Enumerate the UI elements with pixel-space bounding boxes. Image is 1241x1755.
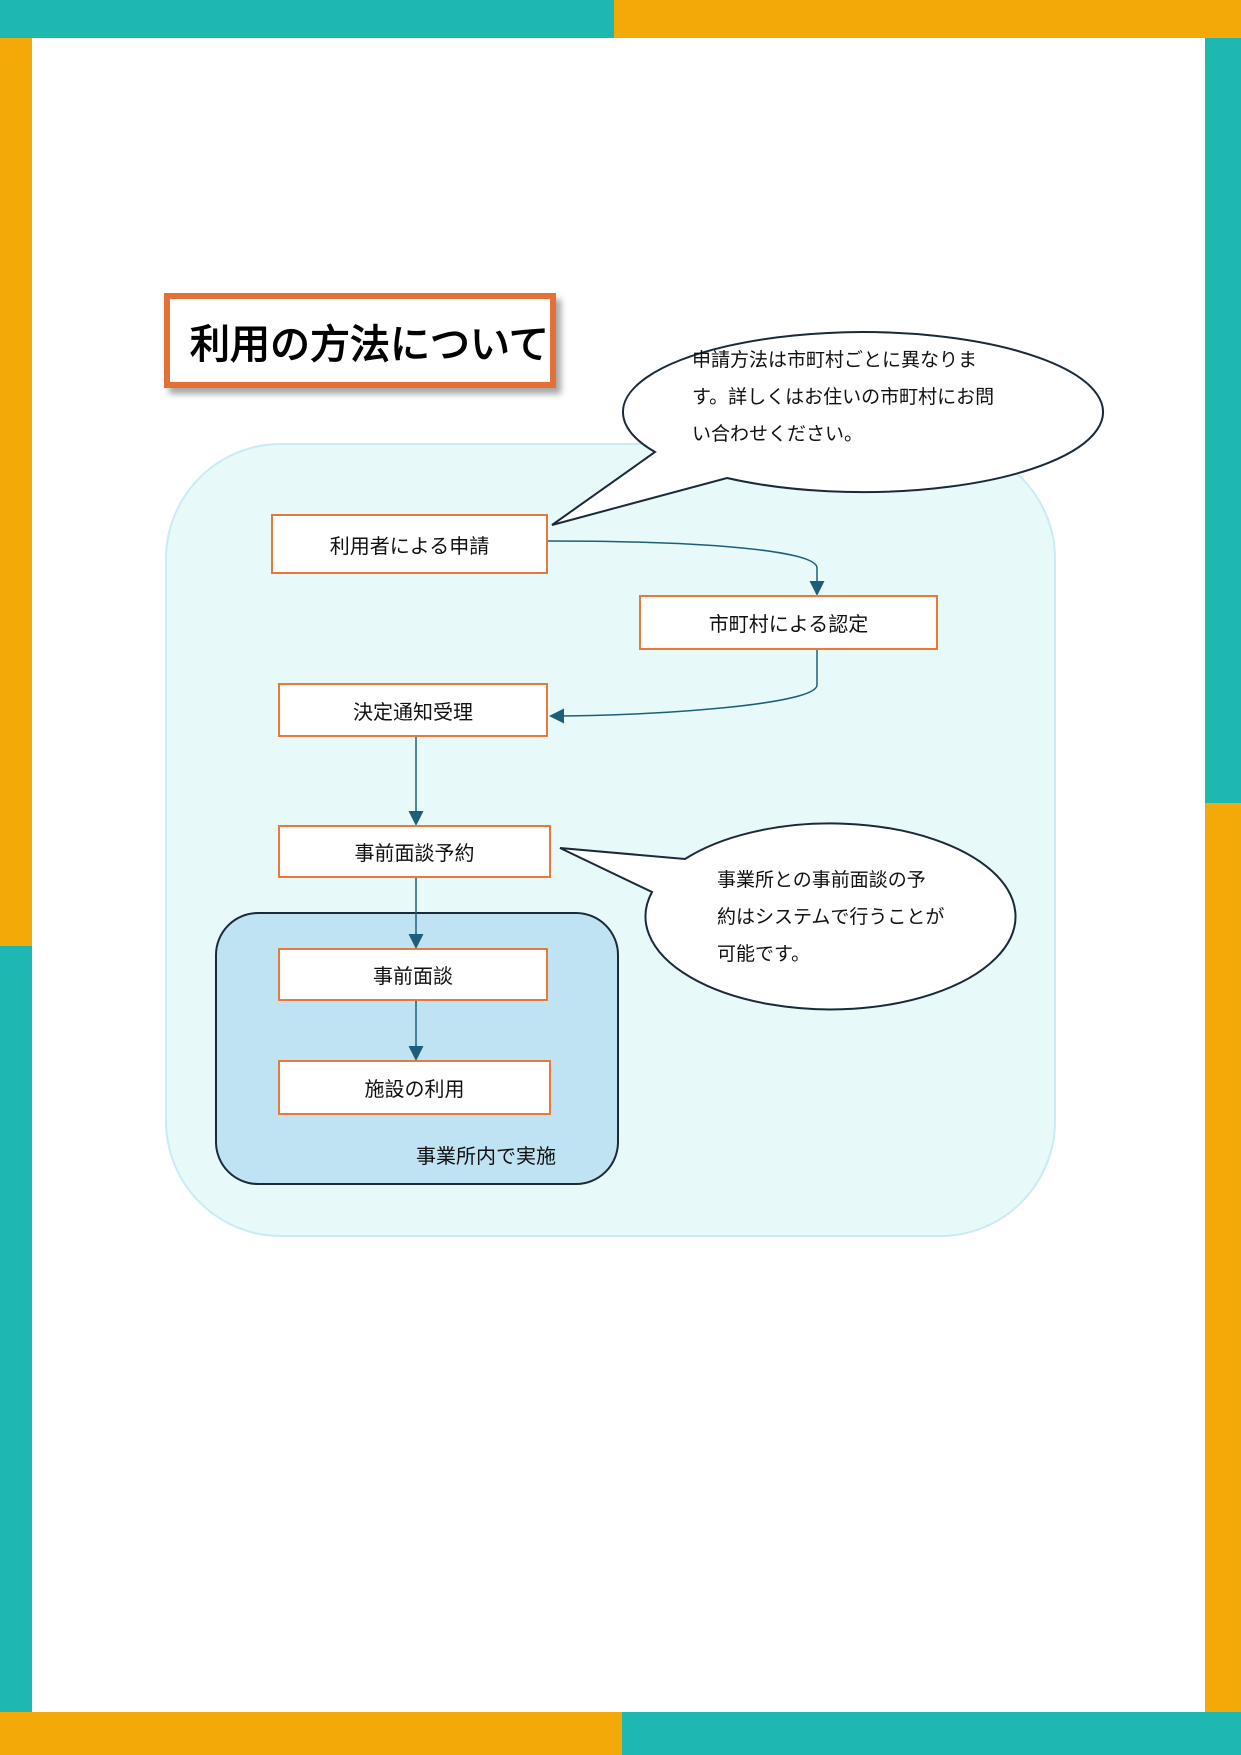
frame-top-left xyxy=(0,0,614,38)
callout-right-text: 事業所との事前面談の予 約はシステムで行うことが 可能です。 xyxy=(717,862,944,973)
frame-bottom-right xyxy=(622,1712,1241,1755)
frame-left-top xyxy=(0,38,32,946)
frame-top-right xyxy=(614,0,1241,38)
callout-right-bubble xyxy=(559,822,1017,1011)
callout-line: 事業所との事前面談の予 xyxy=(717,869,926,891)
frame-right-top xyxy=(1205,38,1241,803)
callout-top-text: 申請方法は市町村ごとに異なりま す。詳しくはお住いの市町村にお問 い合わせくださ… xyxy=(692,342,994,453)
callout-line: い合わせください。 xyxy=(692,423,864,445)
office-region-label: 事業所内で実施 xyxy=(416,1144,556,1168)
frame-left-bottom xyxy=(0,946,32,1712)
page-title: 利用の方法について xyxy=(164,293,556,388)
callout-line: 約はシステムで行うことが xyxy=(717,906,945,928)
callout-line: 可能です。 xyxy=(717,943,811,965)
callout-top-bubble xyxy=(551,331,1104,526)
step-notice-received: 決定通知受理 xyxy=(278,683,548,737)
frame-right-bottom xyxy=(1205,803,1241,1712)
callout-line: 申請方法は市町村ごとに異なりま xyxy=(692,349,978,371)
step-facility-use: 施設の利用 xyxy=(278,1060,551,1115)
step-certification: 市町村による認定 xyxy=(639,595,938,650)
callout-line: す。詳しくはお住いの市町村にお問 xyxy=(692,386,995,408)
frame-bottom-left xyxy=(0,1712,622,1755)
step-application: 利用者による申請 xyxy=(271,514,548,574)
arrow-apply-to-certify xyxy=(547,540,825,596)
arrow-certify-to-notice xyxy=(549,650,818,724)
step-interview-reservation: 事前面談予約 xyxy=(278,825,551,878)
step-interview: 事前面談 xyxy=(278,948,548,1001)
